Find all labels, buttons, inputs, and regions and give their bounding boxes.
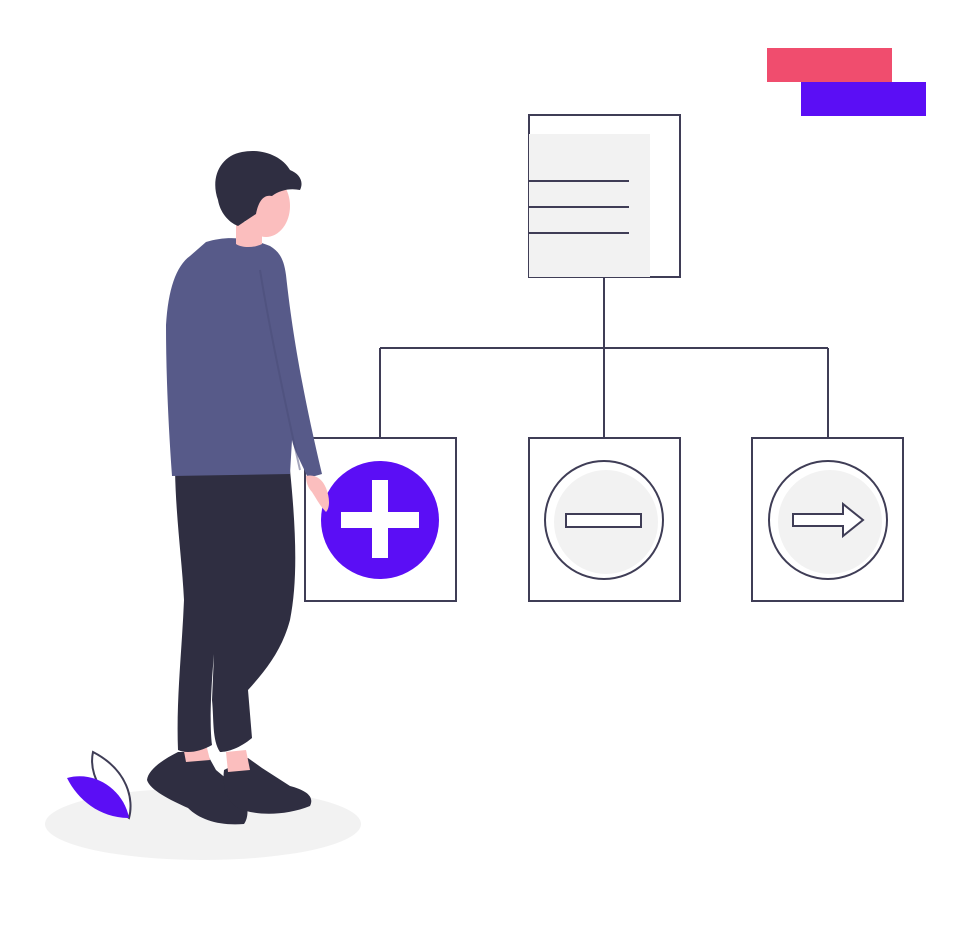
plus-icon (341, 480, 419, 558)
next-button[interactable] (768, 460, 888, 580)
minus-icon (565, 513, 642, 528)
pants (175, 470, 296, 753)
remove-node[interactable] (528, 437, 681, 602)
sweater (166, 238, 322, 478)
remove-button[interactable] (544, 460, 664, 580)
right-shoe (223, 758, 312, 814)
document-node[interactable] (528, 114, 681, 278)
next-node[interactable] (751, 437, 904, 602)
document-icon (529, 180, 629, 234)
arrow-right-icon (792, 501, 865, 539)
hand (306, 475, 329, 512)
tree-connectors (379, 277, 829, 438)
left-shoe (147, 752, 248, 825)
person (147, 150, 329, 825)
plant-leaves (67, 750, 132, 820)
add-node[interactable] (304, 437, 457, 602)
hair (215, 150, 302, 226)
accent-bar-pink (767, 48, 892, 82)
accent-bar-purple (801, 82, 926, 116)
